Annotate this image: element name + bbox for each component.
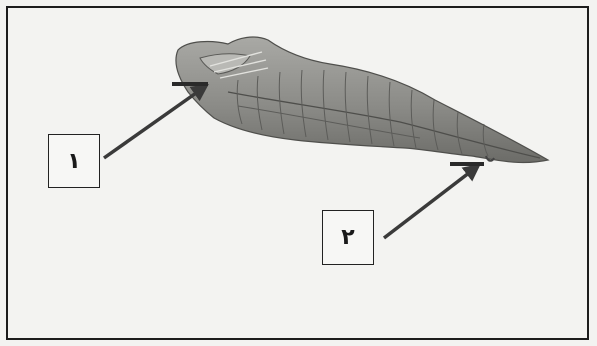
arrow-2 (384, 166, 478, 238)
arrow-1 (104, 86, 206, 158)
label-2-text: ٢ (341, 225, 354, 250)
label-box-2: ٢ (322, 210, 374, 265)
label-1-text: ١ (67, 149, 80, 174)
label-box-1: ١ (48, 134, 100, 188)
